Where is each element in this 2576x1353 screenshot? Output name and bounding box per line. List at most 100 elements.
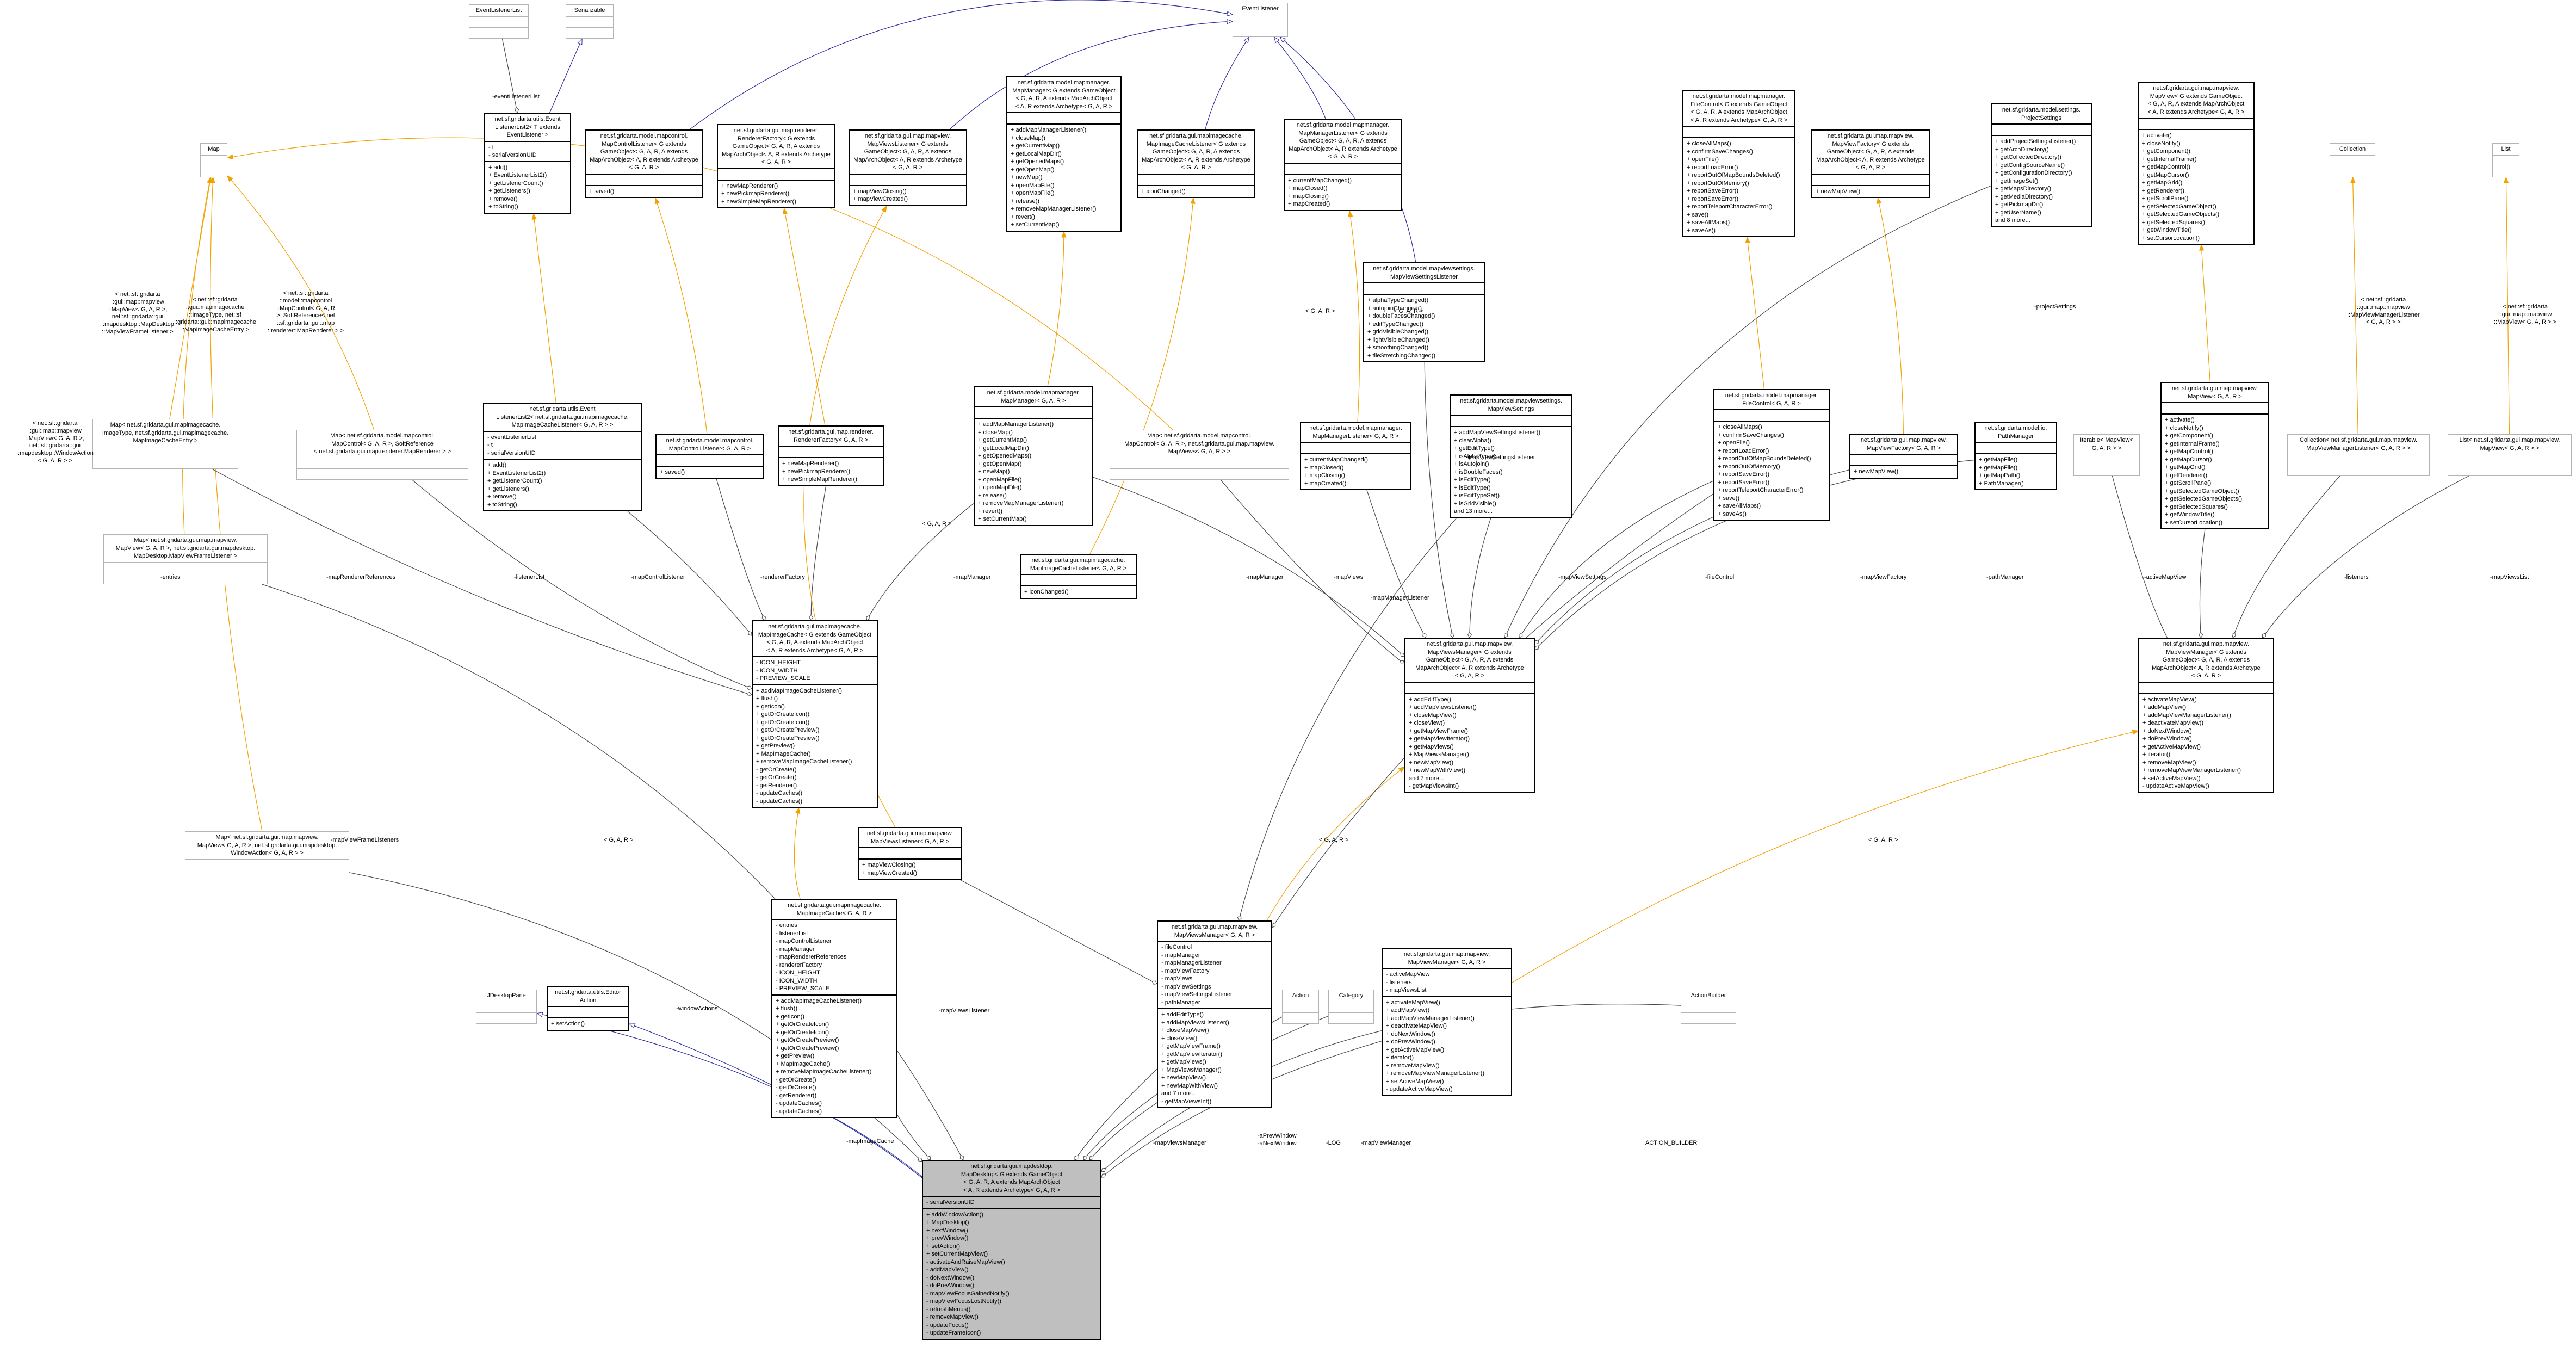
edge-label: -mapRendererReferences [326,574,396,580]
class-box-mvf_gar[interactable]: net.sf.gridarta.gui.map.mapview.MapViewF… [1849,434,1958,479]
class-box-mvsl[interactable]: net.sf.gridarta.model.mapviewsettings.Ma… [1363,262,1485,363]
class-methods-line: + removeMapView() [1386,1062,1440,1069]
class-box-mcl_gar[interactable]: net.sf.gridarta.model.mapcontrol.MapCont… [655,434,764,479]
edge-label: -mapImageCache [846,1138,894,1145]
class-box-mv_g[interactable]: net.sf.gridarta.gui.map.mapview.MapView<… [2138,82,2255,245]
class-methods-line: + setActiveMapView() [1386,1078,1444,1085]
class-box-actionbuilder[interactable]: ActionBuilder [1681,990,1736,1024]
class-box-iterable[interactable]: Iterable< MapView<G, A, R > > [2073,434,2140,477]
class-attributes [2162,402,2268,413]
class-title: net.sf.gridarta.model.mapviewsettings.Ma… [1451,396,1571,415]
class-attributes: - t- serialVersionUID [485,140,570,161]
class-box-rf_g[interactable]: net.sf.gridarta.gui.map.renderer.Rendere… [717,124,835,209]
class-box-mvsm_g[interactable]: net.sf.gridarta.gui.map.mapview.MapViews… [1404,638,1535,793]
class-methods-line: + newSimpleMapRenderer() [782,476,857,483]
class-methods-line: + iterator() [1386,1054,1414,1061]
class-title: net.sf.gridarta.gui.map.mapview.MapViewF… [1812,131,1929,174]
class-box-mml_gar[interactable]: net.sf.gridarta.model.mapmanager.MapMana… [1300,422,1411,491]
class-box-mcl_g[interactable]: net.sf.gridarta.model.mapcontrol.MapCont… [585,129,703,199]
class-methods: + addEditType()+ addMapViewsListener()+ … [1405,693,1534,792]
class-title-line: net.sf.gridarta.model.mapmanager. [1309,425,1402,431]
class-box-map_mc_mviews[interactable]: Map< net.sf.gridarta.model.mapcontrol.Ma… [1110,430,1289,480]
class-box-action[interactable]: Action [1282,990,1319,1024]
edge-label: < net::sf::gridarta ::gui::map::mapview … [2494,304,2557,325]
class-box-mvl_gar[interactable]: net.sf.gridarta.gui.map.mapview.MapViews… [858,827,962,880]
class-methods-line: + activateMapView() [2142,696,2197,703]
class-methods [566,27,613,38]
class-box-mic_g[interactable]: net.sf.gridarta.gui.mapimagecache.MapIma… [752,620,878,808]
class-title-line: MapManager< G extends GameObject [1012,87,1116,94]
edge-label: -projectSettings [2034,304,2076,310]
class-box-map[interactable]: Map [200,143,227,177]
class-methods-line: + remove() [488,195,518,202]
class-title-line: Collection< net.sf.gridarta.gui.map.mapv… [2299,437,2418,443]
edge-label: -activeMapView [2144,574,2187,580]
class-title-line: MapImageCacheEntry > [133,437,198,444]
class-box-jdesktoppane[interactable]: JDesktopPane [476,990,537,1024]
class-box-micl_g[interactable]: net.sf.gridarta.gui.mapimagecache.MapIma… [1137,129,1255,199]
edge-map_imagetype_entry-map [169,176,213,419]
class-box-micl_gar[interactable]: net.sf.gridarta.gui.mapimagecache.MapIma… [1020,554,1137,599]
class-title-line: MapViewFactory< G, A, R > [1866,444,1941,452]
class-box-mvs[interactable]: net.sf.gridarta.model.mapviewsettings.Ma… [1450,394,1572,518]
class-box-mapdesktop[interactable]: net.sf.gridarta.gui.mapdesktop.MapDeskto… [922,1160,1101,1340]
class-box-mvf_g[interactable]: net.sf.gridarta.gui.map.mapview.MapViewF… [1811,129,1930,199]
class-attributes [1283,1001,1318,1012]
class-title: Category [1329,990,1373,1002]
class-title-line: MapManager< G, A, R > [1001,397,1066,404]
class-box-col_mvml[interactable]: Collection< net.sf.gridarta.gui.map.mapv… [2287,434,2430,477]
class-box-mvl_g[interactable]: net.sf.gridarta.gui.map.mapview.MapViews… [849,129,967,206]
class-box-category[interactable]: Category [1328,990,1374,1024]
class-methods-line: + getMediaDirectory() [1995,193,2053,200]
class-box-mm_g[interactable]: net.sf.gridarta.model.mapmanager.MapMana… [1006,76,1122,232]
class-box-map_mv_fl[interactable]: Map< net.sf.gridarta.gui.map.mapview.Map… [103,534,268,584]
class-box-serializable[interactable]: Serializable [566,4,614,39]
edge-mvsm_gar-mvsm_g [1266,766,1405,921]
class-box-map_mv_wa[interactable]: Map< net.sf.gridarta.gui.map.mapview.Map… [185,831,349,881]
class-box-fc_g[interactable]: net.sf.gridarta.model.mapmanager.FileCon… [1682,90,1795,238]
class-title: EventListener [1233,3,1287,15]
class-methods-line: + MapImageCache() [776,1060,831,1067]
class-box-mvm_gar[interactable]: net.sf.gridarta.gui.map.mapview.MapViewM… [1382,948,1512,1096]
class-box-mml_g[interactable]: net.sf.gridarta.model.mapmanager.MapMana… [1284,119,1402,211]
class-title-line: MapArchObject< A, R extends Archetype [1415,664,1524,671]
class-box-eventlistener[interactable]: EventListener [1233,3,1288,37]
class-methods-line: + getMapViewFrame() [1409,727,1468,734]
class-attributes-line: - ICON_WIDTH [776,977,818,984]
class-title: net.sf.gridarta.gui.map.mapview.MapViews… [1405,639,1534,682]
class-box-fc_gar[interactable]: net.sf.gridarta.model.mapmanager.FileCon… [1713,389,1830,521]
class-box-map_imagetype_entry[interactable]: Map< net.sf.gridarta.gui.mapimagecache.I… [92,419,238,469]
class-title-line: ProjectSettings [2021,114,2061,121]
class-box-list_mv[interactable]: List< net.sf.gridarta.gui.map.mapview.Ma… [2448,434,2572,477]
class-title-line: < G, A, R, A extends MapArchObject [766,639,863,646]
class-methods-line: + MapViewsManager() [1161,1066,1222,1073]
class-title-line: RendererFactory< G extends [737,135,815,142]
class-box-pathmanager[interactable]: net.sf.gridarta.model.io.PathManager+ ge… [1974,422,2057,491]
class-methods-line: + getMapGrid() [2142,180,2183,187]
class-box-rf_gar[interactable]: net.sf.gridarta.gui.map.renderer.Rendere… [778,425,884,486]
class-title-line: net.sf.gridarta.gui.mapimagecache. [1031,557,1125,564]
class-methods-line: + getEditType() [1454,445,1495,452]
class-box-eventlistenerlist[interactable]: EventListenerList [469,4,529,39]
class-box-map_mc_softref[interactable]: Map< net.sf.gridarta.model.mapcontrol.Ma… [296,430,468,480]
class-methods-line: + getRenderer() [2165,472,2207,479]
class-title: ActionBuilder [1681,990,1736,1002]
class-box-mvsm_gar[interactable]: net.sf.gridarta.gui.map.mapview.MapViews… [1157,920,1272,1109]
class-box-mm_gar[interactable]: net.sf.gridarta.model.mapmanager.MapMana… [974,386,1093,526]
class-box-collection[interactable]: Collection [2330,143,2375,177]
class-methods-line: - doPrevWindow() [926,1282,975,1289]
class-box-mvm_g[interactable]: net.sf.gridarta.gui.map.mapview.MapViewM… [2138,638,2274,793]
class-title-line: net.sf.gridarta.gui.map.mapview. [864,133,951,139]
class-attributes [1681,1001,1736,1012]
class-methods-line: + MapDesktop() [926,1219,969,1226]
class-box-mv_gar[interactable]: net.sf.gridarta.gui.map.mapview.MapView<… [2160,382,2269,530]
class-methods-line: + iconChanged() [1141,188,1186,195]
class-box-list[interactable]: List [2492,143,2519,177]
class-box-mic_gar[interactable]: net.sf.gridarta.gui.mapimagecache.MapIma… [771,899,897,1119]
edge-mv_gar-mvm_g [2199,529,2206,638]
class-box-ps[interactable]: net.sf.gridarta.model.settings.ProjectSe… [1991,103,2092,227]
